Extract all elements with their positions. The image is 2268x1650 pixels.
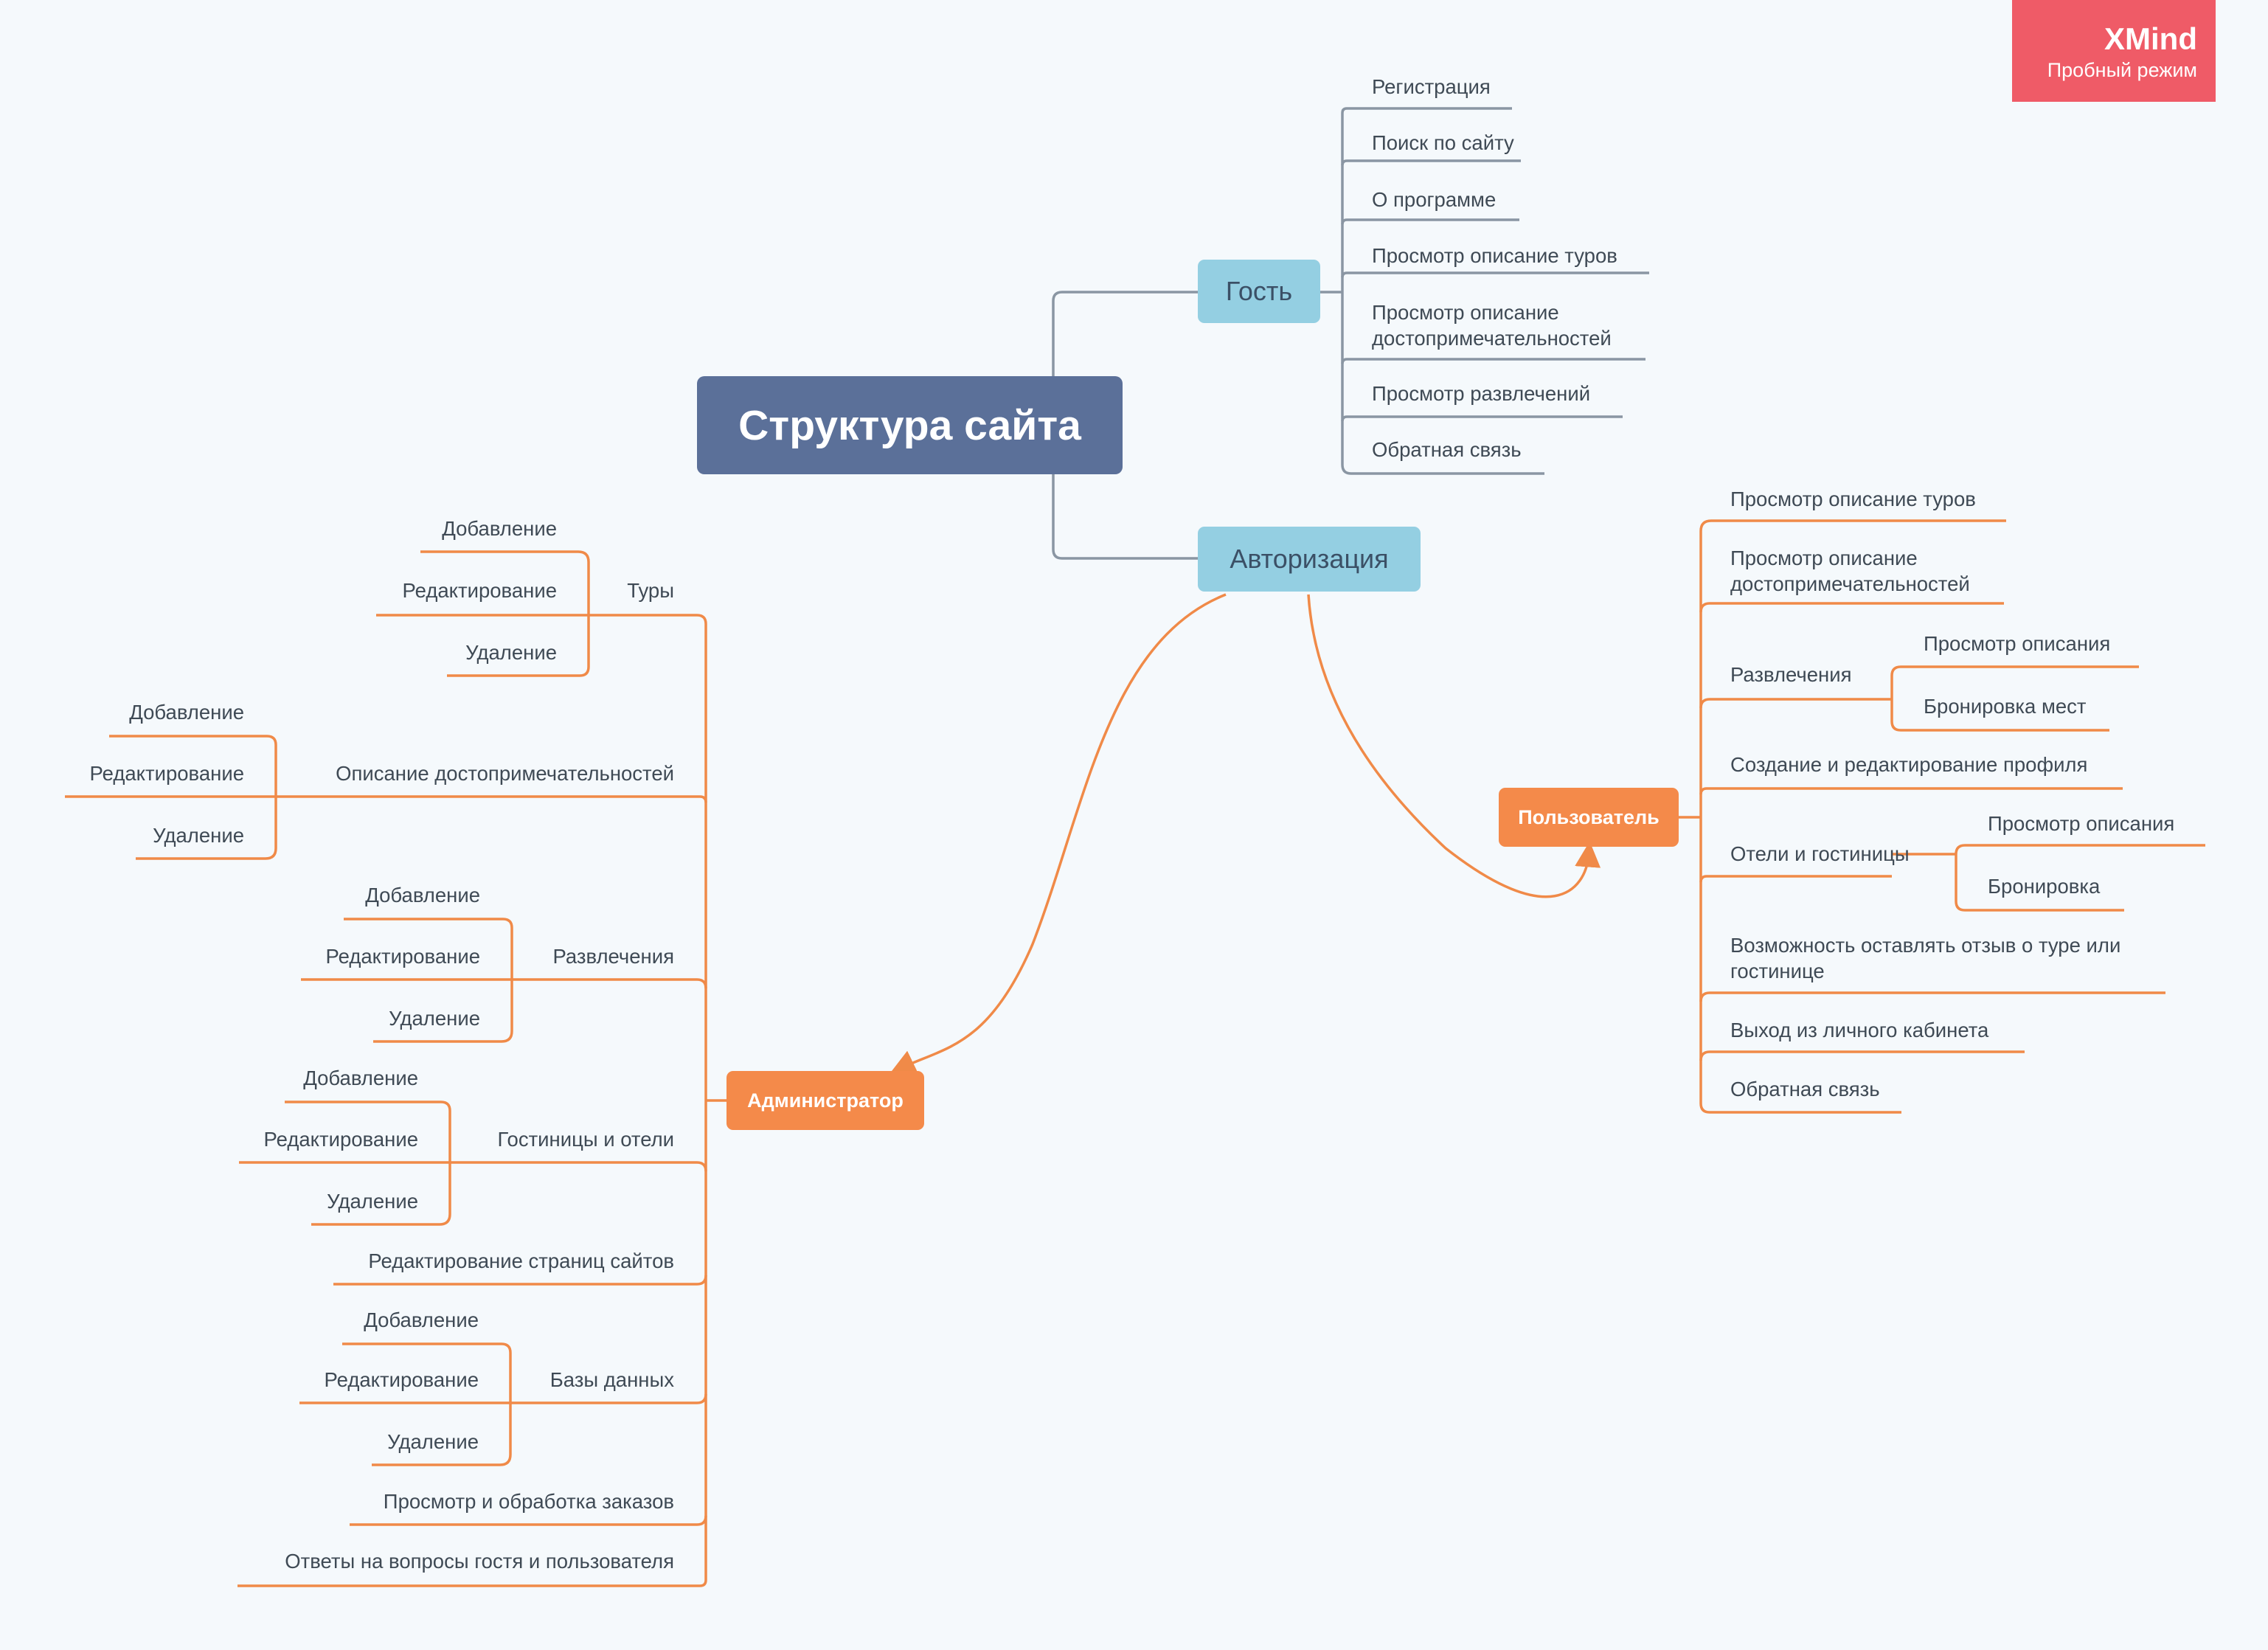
user-item[interactable]: Просмотр описание достопримечательностей xyxy=(1730,547,1970,595)
hotels-edit[interactable]: Редактирование xyxy=(263,1128,419,1151)
user-item[interactable]: Просмотр описание туров xyxy=(1730,488,1976,510)
tours-edit[interactable]: Редактирование xyxy=(402,579,558,602)
user-item[interactable]: Возможность оставлять отзыв о туре или г… xyxy=(1730,934,2121,982)
user-item[interactable]: Отели и гостиницы xyxy=(1730,842,1910,865)
admin-item-tours[interactable]: Туры xyxy=(627,579,674,602)
hotels-delete[interactable]: Удаление xyxy=(327,1190,418,1213)
guest-item[interactable]: О программе xyxy=(1372,188,1497,211)
guest-item[interactable]: Просмотр описание достопримечательностей xyxy=(1372,301,1612,350)
auth-node[interactable]: Авторизация xyxy=(1198,527,1421,592)
admin-item-hotels[interactable]: Гостиницы и отели xyxy=(497,1128,674,1151)
tours-delete[interactable]: Удаление xyxy=(465,641,557,664)
guest-item[interactable]: Обратная связь xyxy=(1372,438,1522,461)
guest-item[interactable]: Просмотр развлечений xyxy=(1372,382,1591,405)
user-item[interactable]: Развлечения xyxy=(1730,663,1852,686)
user-entertainment-sub[interactable]: Просмотр описания xyxy=(1924,632,2111,655)
admin-item-answers[interactable]: Ответы на вопросы гостя и пользователя xyxy=(285,1550,674,1573)
xmind-logo-text: XMind xyxy=(2104,21,2197,56)
entertainment-add[interactable]: Добавление xyxy=(365,884,480,907)
admin-item-pages[interactable]: Редактирование страниц сайтов xyxy=(368,1249,674,1272)
user-entertainment-sub[interactable]: Бронировка мест xyxy=(1924,695,2087,718)
db-add[interactable]: Добавление xyxy=(364,1308,479,1331)
user-node[interactable]: Пользователь xyxy=(1499,788,1679,847)
xmind-trial-badge[interactable]: XMind Пробный режим xyxy=(2012,0,2216,102)
tours-add[interactable]: Добавление xyxy=(442,517,557,540)
root-topic[interactable]: Структура сайта xyxy=(697,376,1123,474)
user-item[interactable]: Обратная связь xyxy=(1730,1078,1880,1100)
entertainment-edit[interactable]: Редактирование xyxy=(325,945,481,968)
db-delete[interactable]: Удаление xyxy=(387,1430,479,1453)
connector-auth-user xyxy=(1307,594,1601,898)
user-hotels-sub[interactable]: Просмотр описания xyxy=(1988,812,2175,835)
guest-item[interactable]: Поиск по сайту xyxy=(1372,131,1514,154)
user-item[interactable]: Создание и редактирование профиля xyxy=(1730,753,2088,776)
admin-item-databases[interactable]: Базы данных xyxy=(549,1368,674,1391)
admin-item-sights[interactable]: Описание достопримечательностей xyxy=(336,762,674,785)
admin-node[interactable]: Администратор xyxy=(726,1071,924,1130)
guest-item[interactable]: Просмотр описание туров xyxy=(1372,244,1617,267)
entertainment-delete[interactable]: Удаление xyxy=(389,1007,480,1030)
admin-item-entertainment[interactable]: Развлечения xyxy=(552,945,675,968)
db-edit[interactable]: Редактирование xyxy=(324,1368,479,1391)
connector-auth-admin xyxy=(889,593,1227,1075)
guest-item[interactable]: Регистрация xyxy=(1372,75,1491,98)
trial-mode-text: Пробный режим xyxy=(2047,59,2197,81)
connector-root-guest xyxy=(1052,291,1198,376)
guest-node[interactable]: Гость xyxy=(1198,260,1320,323)
sights-edit[interactable]: Редактирование xyxy=(89,762,245,785)
hotels-add[interactable]: Добавление xyxy=(303,1067,418,1089)
admin-item-orders[interactable]: Просмотр и обработка заказов xyxy=(383,1490,674,1513)
sights-add[interactable]: Добавление xyxy=(129,701,244,724)
sights-delete[interactable]: Удаление xyxy=(153,824,244,847)
connector-root-auth xyxy=(1052,474,1198,560)
user-item[interactable]: Выход из личного кабинета xyxy=(1730,1019,1989,1041)
user-hotels-sub[interactable]: Бронировка xyxy=(1988,875,2101,898)
